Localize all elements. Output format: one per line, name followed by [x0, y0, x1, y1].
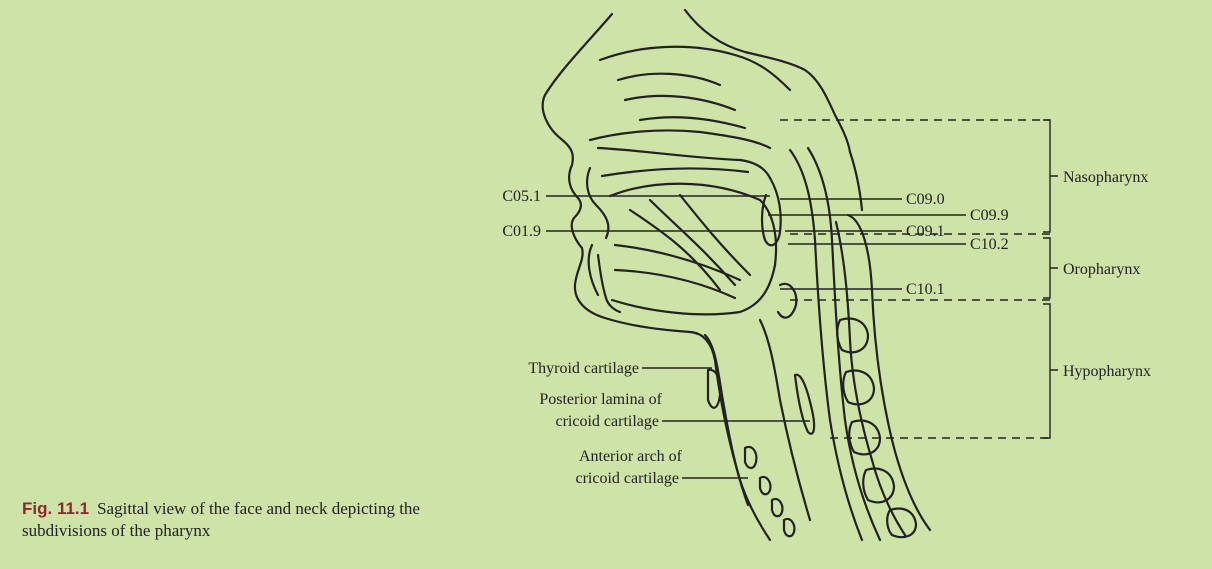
label-c102: C10.2 — [970, 236, 1009, 253]
vertebra-5 — [886, 507, 918, 539]
label-c051: C05.1 — [502, 188, 541, 205]
posterior-neck — [848, 150, 864, 212]
larynx-anterior — [703, 333, 750, 507]
vertebra-2 — [842, 369, 876, 406]
label-anterior-arch-1: Anterior arch of — [579, 448, 683, 465]
bracket-hypopharynx — [1043, 303, 1058, 439]
bracket-nasopharynx — [1043, 119, 1058, 233]
vertebra-1 — [836, 317, 870, 354]
soft-palate — [760, 176, 782, 247]
region-markers — [780, 119, 1058, 439]
label-c019: C01.9 — [502, 223, 541, 240]
vertebra-4 — [862, 467, 896, 504]
upper-teeth — [585, 166, 610, 240]
hard-palate-lower — [600, 167, 750, 178]
trachea-ring-1 — [758, 475, 772, 496]
face-outline — [541, 12, 772, 542]
pharynx-wall-1 — [788, 148, 864, 542]
label-oropharynx: Oropharynx — [1063, 261, 1140, 278]
pharynx-wall-2 — [806, 146, 882, 542]
figure-number: Fig. 11.1 — [22, 499, 90, 518]
spine-outline-inner — [834, 220, 907, 537]
thyroid-cartilage — [706, 368, 722, 409]
vertebra-3 — [848, 419, 882, 456]
mandible — [596, 253, 622, 314]
label-c099: C09.9 — [970, 207, 1009, 224]
cricoid-lamina — [793, 373, 816, 435]
label-c091: C09.1 — [906, 223, 945, 240]
nasal-turbinate-3 — [638, 116, 747, 130]
label-posterior-lamina-2: cricoid cartilage — [556, 413, 660, 430]
hard-palate — [596, 146, 772, 180]
cricoid-arch — [743, 445, 758, 470]
trachea-ring-3 — [782, 517, 796, 538]
tongue-muscle-3 — [678, 193, 752, 277]
nasal-turbinate-1 — [616, 72, 722, 87]
nasal-turbinate-2 — [623, 94, 737, 112]
tongue-muscle-5 — [613, 268, 737, 300]
bracket-oropharynx — [1043, 237, 1058, 299]
label-posterior-lamina-1: Posterior lamina of — [539, 391, 662, 408]
tongue — [608, 182, 778, 316]
label-anterior-arch-2: cricoid cartilage — [576, 470, 680, 487]
larynx-posterior — [758, 318, 812, 522]
label-hypopharynx: Hypopharynx — [1063, 363, 1151, 380]
spine-outline — [846, 213, 932, 532]
epiglottis — [776, 282, 798, 319]
leader-lines — [546, 195, 966, 479]
cranial-outline — [683, 8, 852, 154]
nasal-cavity — [588, 129, 772, 150]
tongue-muscle-4 — [613, 243, 742, 282]
label-thyroid-cartilage: Thyroid cartilage — [528, 360, 639, 377]
label-nasopharynx: Nasopharynx — [1063, 169, 1148, 186]
caption-text: Sagittal view of the face and neck depic… — [22, 499, 420, 540]
label-c101: C10.1 — [906, 281, 945, 298]
sinus-outline — [598, 45, 792, 92]
lower-teeth — [587, 243, 600, 297]
trachea-ring-2 — [770, 497, 784, 518]
label-c090: C09.0 — [906, 191, 945, 208]
tongue-muscle-1 — [628, 208, 722, 292]
